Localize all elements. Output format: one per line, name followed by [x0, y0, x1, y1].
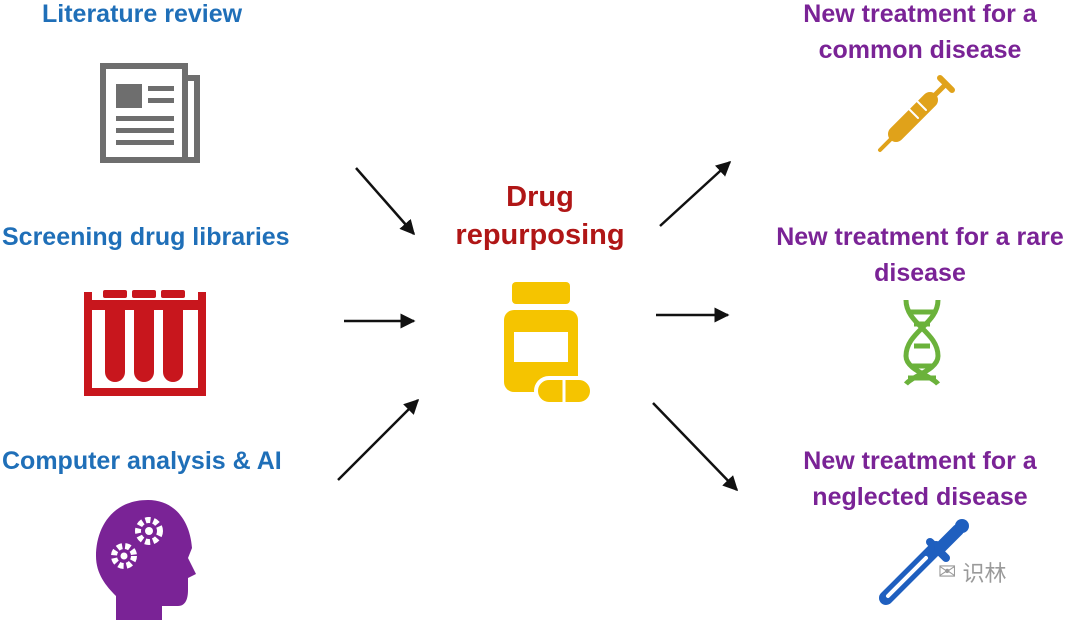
outcome-rare-line1: New treatment for a rare [776, 223, 1064, 251]
arrow-out-neglected [652, 402, 739, 492]
outcome-rare-line2: disease [874, 259, 966, 287]
outcome-common-disease: New treatment for a common disease [770, 0, 1070, 68]
arrow-in-literature [355, 167, 415, 236]
watermark-text: 识林 [962, 561, 1007, 586]
syringe-icon [878, 75, 955, 152]
dna-icon [903, 299, 941, 386]
source-label-screening: Screening drug libraries [2, 223, 290, 251]
outcome-neglected-disease: New treatment for a neglected disease [770, 443, 1070, 515]
arrow-in-computer [337, 398, 420, 481]
watermark: ✉ 识林 [938, 556, 1006, 588]
head-gears-icon [96, 500, 196, 620]
outcome-rare-disease: New treatment for a rare disease [758, 219, 1080, 291]
dropper-icon [879, 519, 969, 605]
test-tubes-icon [84, 290, 206, 396]
source-label-literature-review: Literature review [42, 0, 243, 28]
center-title-line1: Drug [506, 181, 574, 213]
arrow-out-common [659, 160, 732, 227]
outcome-common-line1: New treatment for a [803, 0, 1037, 28]
center-title-line2: repurposing [455, 219, 625, 251]
center-title: Drug repurposing [440, 178, 640, 254]
outcome-common-line2: common disease [818, 36, 1022, 64]
newspaper-icon [100, 63, 200, 163]
outcome-neglected-line2: neglected disease [812, 483, 1028, 511]
wechat-icon: ✉ [938, 559, 957, 584]
outcome-neglected-line1: New treatment for a [803, 447, 1037, 475]
pill-bottle-icon [504, 282, 594, 406]
source-label-computer-ai: Computer analysis & AI [2, 447, 282, 475]
